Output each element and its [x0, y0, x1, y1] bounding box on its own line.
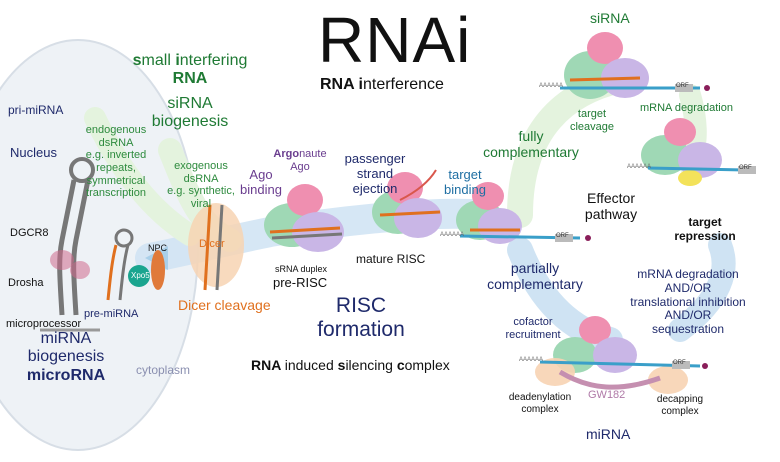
pre-mirna-hairpin	[106, 228, 134, 301]
orf-tag-mirna: ORF	[673, 360, 686, 366]
dicer-shape	[188, 203, 244, 291]
orf-tag-degradation: ORF	[739, 165, 752, 171]
gw182-label: GW182	[588, 389, 626, 401]
orf-tag: ORF	[556, 233, 569, 239]
argonaute-label: Argonaute Ago	[273, 148, 327, 173]
poly-a-tag-sirna: AAAAAA	[539, 83, 564, 89]
npc-label: NPC	[148, 243, 168, 253]
risc-full-name: RNA induced silencing complex	[251, 357, 450, 373]
drosha-label: Drosha	[8, 277, 44, 289]
poly-a-tag: AAAAAA	[440, 232, 465, 238]
xpo5-shape	[128, 265, 150, 287]
cytoplasm-label: cytoplasm	[136, 363, 191, 377]
dgcr8-label: DGCR8	[10, 227, 49, 239]
degradation-complex	[641, 118, 756, 186]
endogenous-flow-arrow	[84, 107, 201, 246]
pri-mirna-hairpin	[40, 157, 100, 332]
main-title: RNAi	[318, 4, 472, 76]
pre-risc-label: pre-RISC	[273, 275, 328, 290]
sirna-header: small interfering RNA siRNA biogenesis	[132, 52, 248, 131]
poly-a-tag-degradation: AAAAAA	[627, 164, 652, 170]
main-subtitle: RNA interference	[320, 76, 444, 93]
sirna-cleavage-complex	[560, 32, 710, 99]
sirna-top-label: siRNA	[590, 10, 630, 26]
mirna-bottom-label: miRNA	[586, 426, 631, 442]
dicer-label: Dicer	[199, 238, 225, 250]
microprocessor-label: microprocessor	[6, 318, 82, 330]
dicer-cleavage-label: Dicer cleavage	[178, 297, 271, 313]
mirna-repression-complex	[535, 316, 708, 394]
mature-risc-complex	[372, 169, 442, 238]
poly-a-tag-mirna: AAAAAA	[519, 357, 544, 363]
pre-risc-complex	[264, 184, 344, 252]
orf-tag-sirna: ORF	[676, 83, 689, 89]
mature-risc-label: mature RISC	[356, 252, 426, 266]
mirna-header: miRNA biogenesis microRNA	[26, 330, 106, 384]
repression-arrow	[668, 233, 736, 342]
mrna-degradation-label: mRNA degradation	[640, 102, 733, 114]
srna-duplex-label: sRNA duplex	[275, 264, 328, 274]
target-binding-complex	[456, 182, 591, 244]
npc-shape	[151, 250, 165, 290]
nucleus-label: Nucleus	[10, 145, 57, 160]
xpo5-label: Xpo5	[131, 271, 150, 280]
pre-mirna-label: pre-miRNA	[84, 308, 139, 320]
pri-mirna-label: pri-miRNA	[8, 103, 64, 117]
